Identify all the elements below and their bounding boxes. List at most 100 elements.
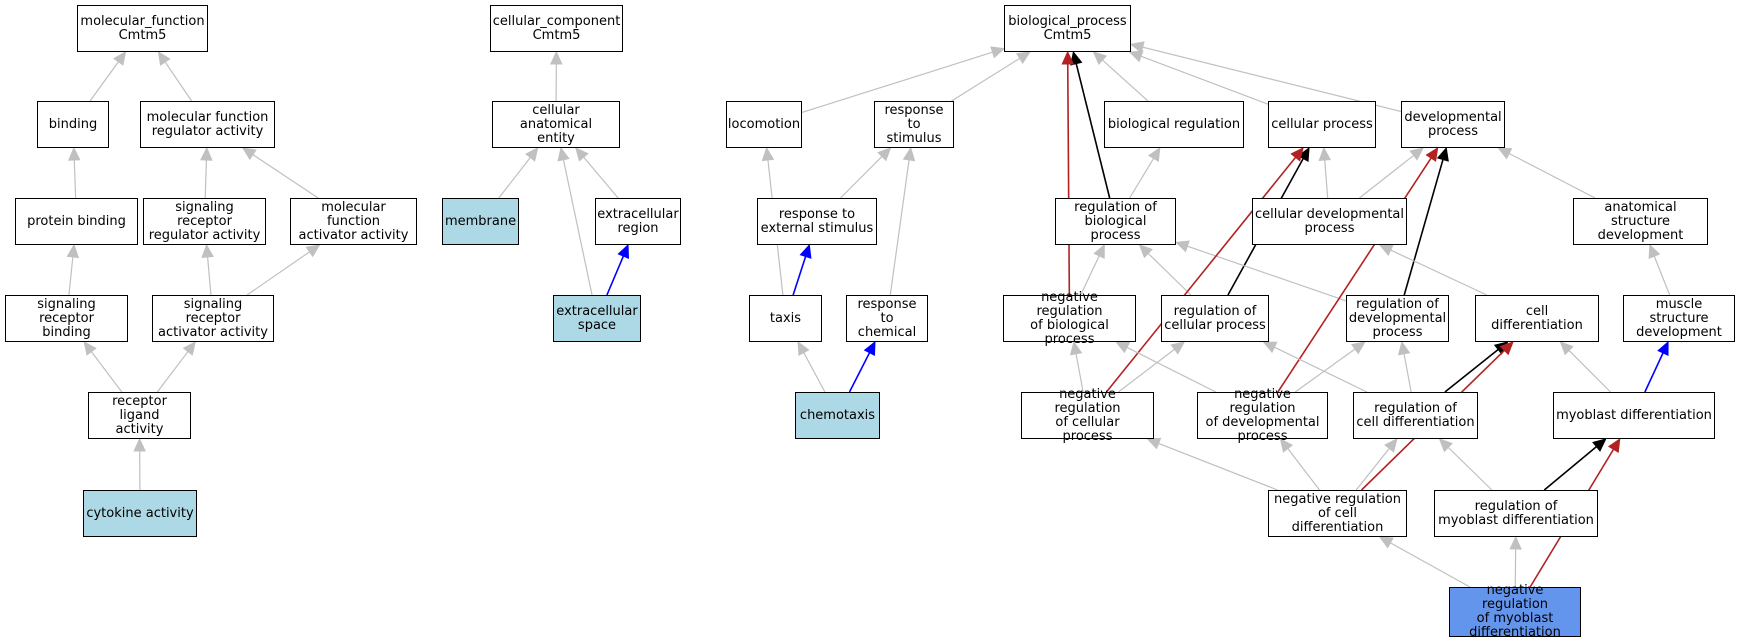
node-ec-region[interactable]: extracellular region — [595, 198, 681, 245]
node-sig-rec-reg[interactable]: signaling receptor regulator activity — [143, 198, 266, 245]
node-reg-bio[interactable]: regulation of biological process — [1055, 198, 1176, 245]
edge-arrowhead — [877, 147, 892, 162]
edge-line — [848, 352, 871, 393]
edge-line — [1447, 446, 1493, 491]
node-binding[interactable]: binding — [37, 101, 109, 148]
edge-arrowhead — [1648, 243, 1661, 259]
edge-arrowhead — [1093, 243, 1105, 259]
edge-arrowhead — [1092, 51, 1108, 66]
node-chemotaxis[interactable]: chemotaxis — [795, 392, 880, 439]
edge-line — [1403, 353, 1412, 393]
edge-arrowhead — [1592, 438, 1607, 452]
node-locomotion[interactable]: locomotion — [726, 101, 802, 148]
edge-is-a-sig-rec-bind-to-protein-binding — [66, 243, 80, 296]
node-neg-reg-cell-diff[interactable]: negative regulation of cell differentiat… — [1268, 490, 1407, 537]
node-cell-proc[interactable]: cellular process — [1268, 101, 1376, 148]
edge-line — [1359, 154, 1415, 199]
edge-line — [1508, 152, 1596, 199]
edge-is-a-neg-reg-myo-diff-to-reg-myo-diff — [1509, 535, 1522, 588]
node-muscle-dev[interactable]: muscle structure development — [1623, 295, 1735, 342]
edge-arrowhead — [1146, 437, 1162, 450]
edge-arrowhead — [133, 437, 146, 452]
node-protein-binding[interactable]: protein binding — [15, 198, 138, 245]
edge-line — [1543, 446, 1597, 491]
node-neg-reg-myo-diff[interactable]: negative regulation of myoblast differen… — [1449, 584, 1581, 640]
node-rec-lig[interactable]: receptor ligand activity — [88, 392, 191, 439]
edge-is-a-neg-reg-myo-diff-to-neg-reg-cell-diff — [1378, 536, 1471, 588]
node-neg-reg-cell[interactable]: negative regulation of cellular process — [1021, 387, 1154, 443]
edge-is-a-reg-bio-to-bio-reg — [1129, 146, 1161, 199]
edge-line — [840, 156, 883, 199]
edge-line — [68, 256, 74, 296]
edge-line — [207, 256, 212, 296]
node-neg-reg-bio[interactable]: negative regulation of biological proces… — [1003, 290, 1136, 346]
node-membrane[interactable]: membrane — [442, 198, 519, 245]
node-cae[interactable]: cellular anatomical entity — [492, 101, 620, 148]
node-resp-ext[interactable]: response to external stimulus — [757, 198, 877, 245]
node-reg-myo-diff[interactable]: regulation of myoblast differentiation — [1434, 490, 1598, 537]
node-anat-dev[interactable]: anatomical structure development — [1573, 198, 1708, 245]
node-resp-stim[interactable]: response to stimulus — [874, 101, 954, 148]
edge-arrowhead — [1378, 244, 1394, 256]
edge-line — [889, 159, 910, 296]
node-mf-reg[interactable]: molecular function regulator activity — [140, 101, 275, 148]
edge-is-a-protein-binding-to-binding — [68, 146, 81, 199]
node-sig-rec-act[interactable]: signaling receptor activator activity — [152, 295, 274, 342]
node-bio-reg[interactable]: biological regulation — [1104, 101, 1244, 148]
edge-line — [1075, 63, 1111, 199]
node-mf-root[interactable]: molecular_function Cmtm5 — [77, 5, 208, 52]
edge-is-a-sig-rec-act-to-sig-rec-reg — [201, 243, 214, 296]
edge-is-a-cae-to-cc-root — [550, 50, 563, 102]
edge-arrowhead — [157, 51, 171, 66]
node-reg-cell[interactable]: regulation of cellular process — [1161, 295, 1269, 342]
edge-arrowhead — [550, 50, 563, 65]
edge-is-a-anat-dev-to-dev-proc — [1497, 147, 1596, 199]
node-ec-space[interactable]: extracellular space — [553, 295, 641, 342]
node-myoblast-diff[interactable]: myoblast differentiation — [1553, 392, 1715, 439]
edge-line — [1444, 348, 1499, 393]
edge-arrowhead — [1559, 341, 1574, 356]
node-bp-root[interactable]: biological_process Cmtm5 — [1004, 5, 1131, 52]
edge-arrowhead — [1015, 51, 1031, 64]
node-dev-proc[interactable]: developmental process — [1401, 101, 1505, 148]
edge-line — [1147, 252, 1192, 296]
edge-part-of-reg-cell-diff-to-cell-diff — [1444, 341, 1509, 393]
edge-arrowhead — [182, 341, 196, 356]
node-cytokine[interactable]: cytokine activity — [83, 490, 197, 537]
node-neg-reg-dev[interactable]: negative regulation of developmental pro… — [1197, 387, 1328, 443]
edge-is-a-neg-reg-cell-diff-to-neg-reg-dev — [1279, 438, 1320, 491]
edge-is-a-chemotaxis-to-taxis — [797, 340, 826, 393]
edge-arrowhead — [1425, 146, 1439, 162]
edge-is-a-muscle-dev-to-anat-dev — [1648, 243, 1671, 296]
edge-regulates-myoblast-diff-to-muscle-dev — [1644, 340, 1669, 393]
edge-line — [1118, 348, 1175, 393]
node-cc-root[interactable]: cellular_component Cmtm5 — [490, 5, 623, 52]
node-mf-act[interactable]: molecular function activator activity — [290, 198, 417, 245]
edge-is-a-membrane-to-cae — [498, 147, 539, 199]
node-sig-rec-bind[interactable]: signaling receptor binding — [5, 295, 128, 342]
edge-arrowhead — [1497, 147, 1513, 160]
node-resp-chem[interactable]: response to chemical — [846, 295, 928, 342]
edge-line — [1105, 156, 1297, 393]
edge-is-a-rec-lig-to-sig-rec-bind — [83, 341, 123, 393]
edge-arrowhead — [557, 146, 570, 162]
edge-arrowhead — [1607, 437, 1621, 453]
edge-line — [1129, 157, 1155, 199]
edge-line — [1142, 46, 1402, 113]
edge-is-a-sig-rec-reg-to-mf-reg — [200, 146, 213, 199]
edge-line — [164, 61, 193, 102]
edge-arrowhead — [1297, 146, 1310, 162]
edge-line — [1274, 346, 1368, 393]
node-reg-cell-diff[interactable]: regulation of cell differentiation — [1353, 392, 1478, 439]
node-cell-dev[interactable]: cellular developmental process — [1252, 198, 1407, 245]
edge-is-a-reg-cell-diff-to-reg-dev — [1397, 340, 1412, 393]
edge-arrowhead — [66, 243, 80, 259]
edge-negatively-regulates-neg-reg-cell-to-cell-proc — [1105, 147, 1304, 393]
node-taxis[interactable]: taxis — [749, 295, 822, 342]
node-cell-diff[interactable]: cell differentiation — [1475, 295, 1599, 342]
edge-is-a-reg-dev-to-reg-bio — [1174, 240, 1347, 302]
node-reg-dev[interactable]: regulation of developmental process — [1346, 295, 1449, 342]
edge-arrowhead — [1350, 341, 1366, 355]
edge-arrowhead — [1128, 50, 1144, 63]
